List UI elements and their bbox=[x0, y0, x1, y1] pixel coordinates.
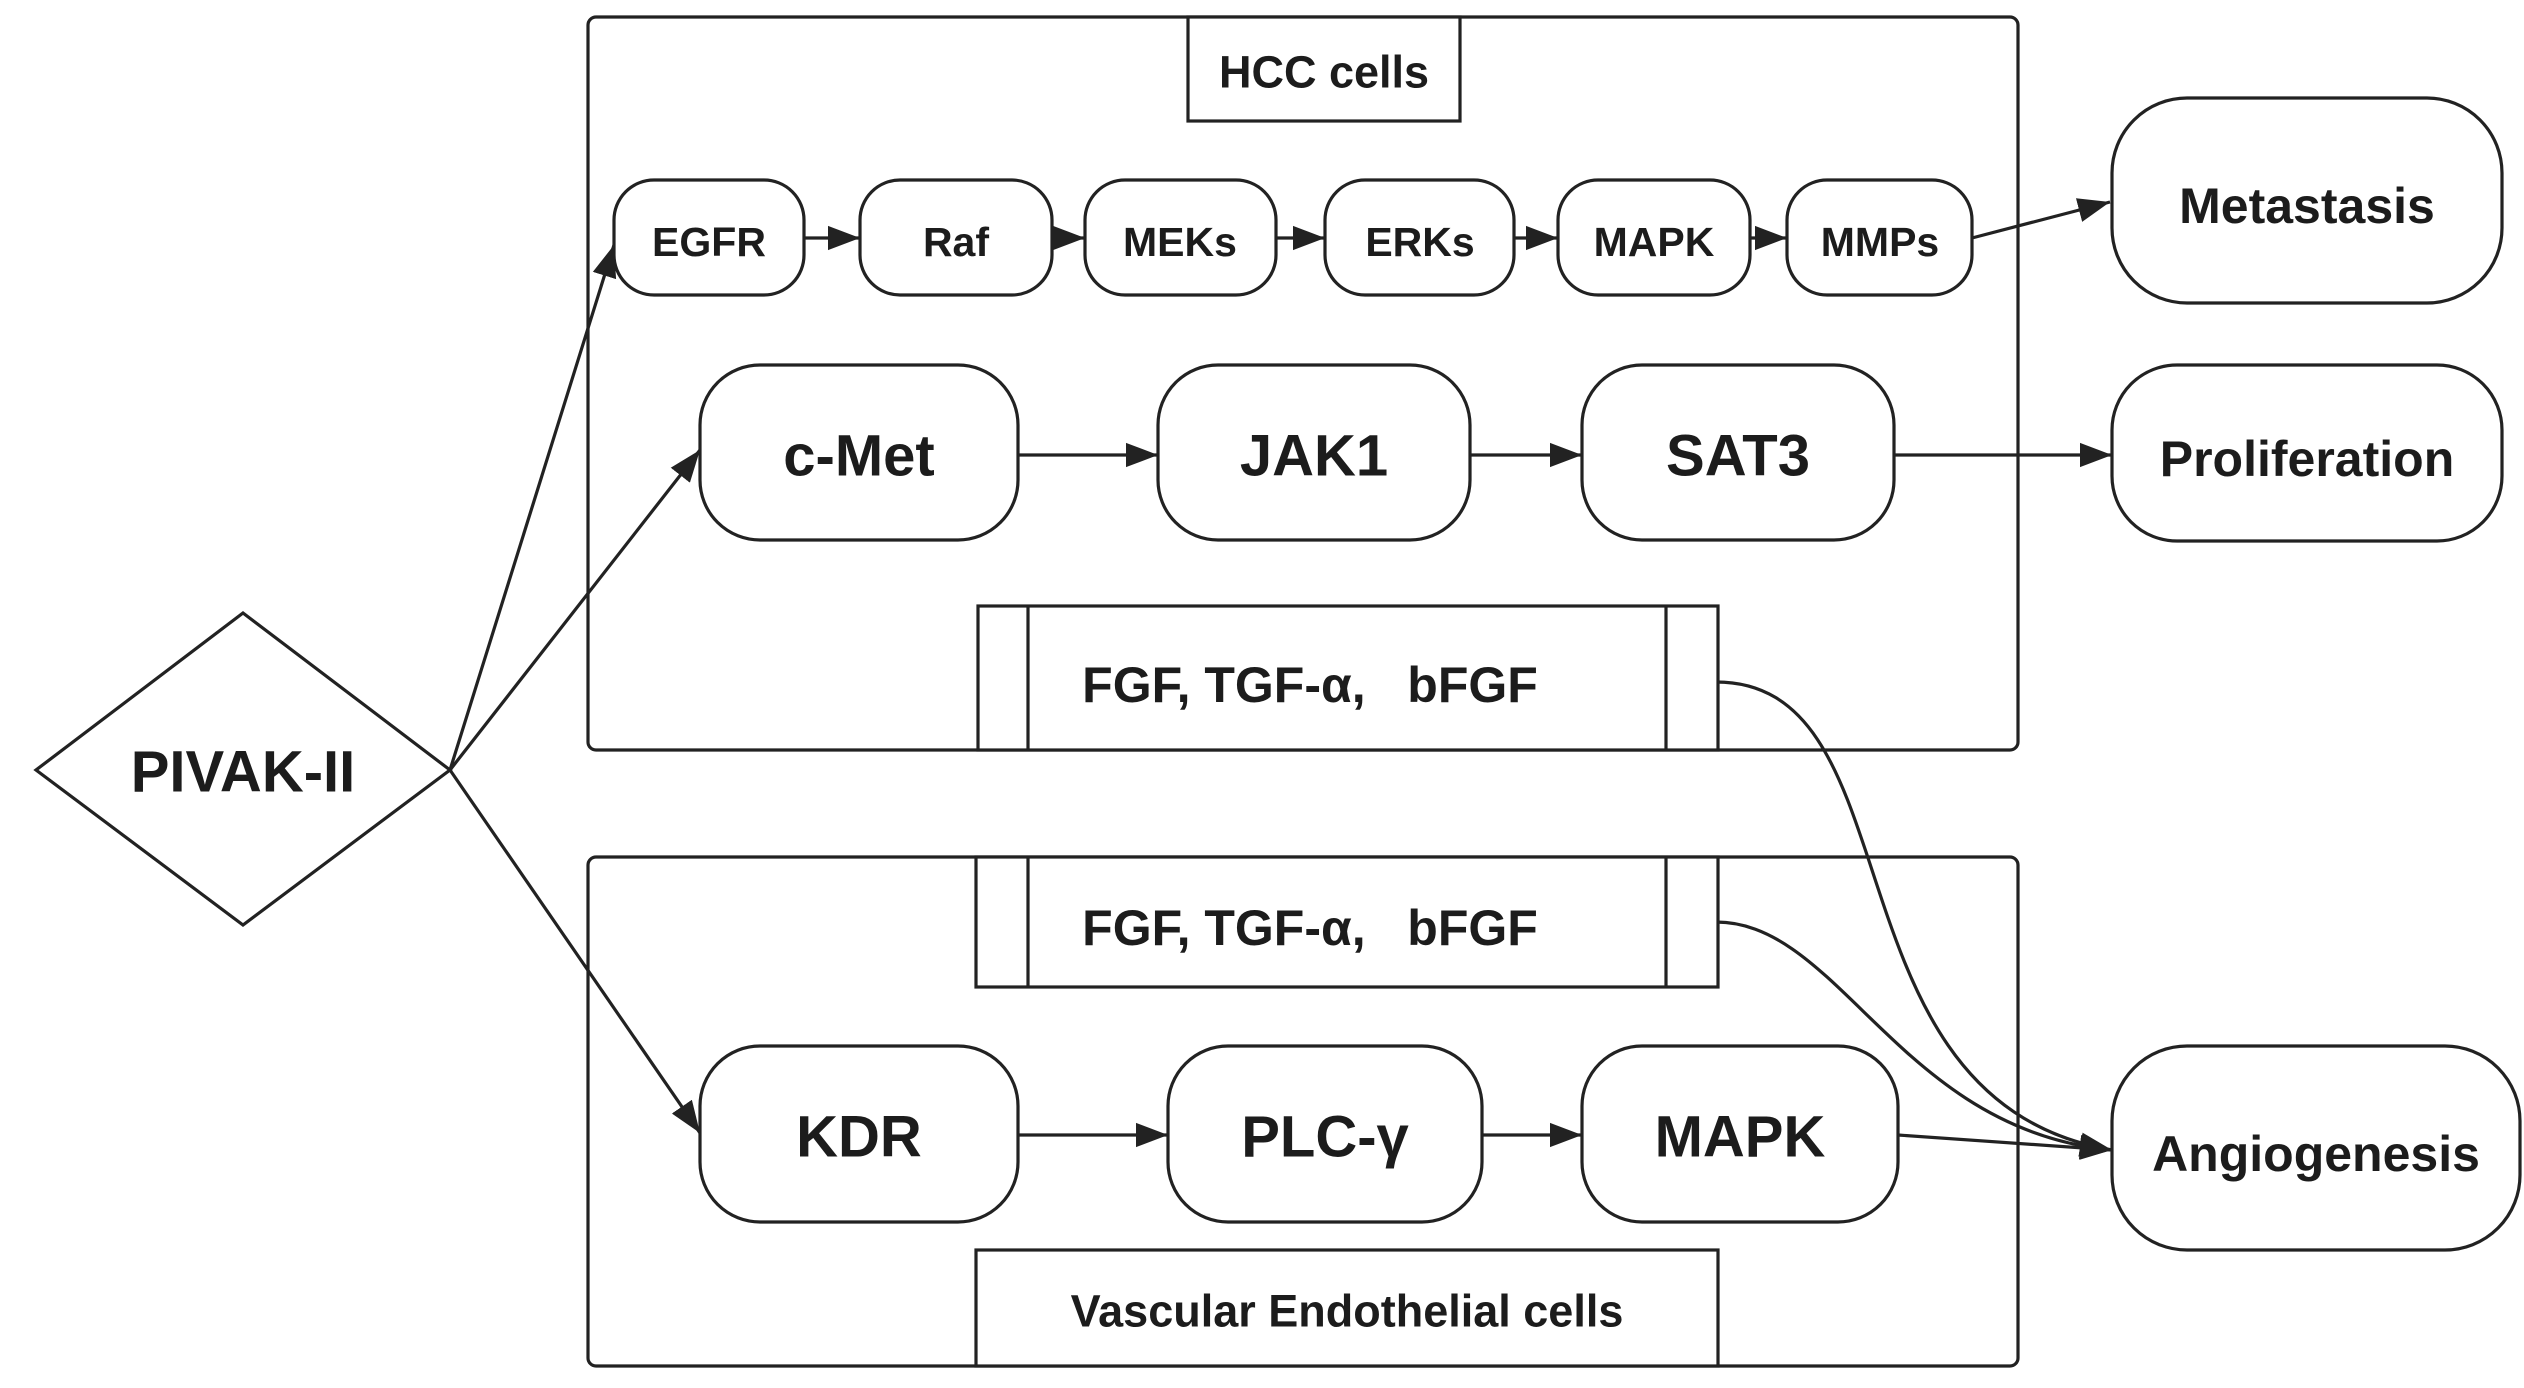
hcc-cells-title-box: HCC cells bbox=[1186, 15, 1462, 123]
hcc-cells-title: HCC cells bbox=[1219, 47, 1429, 98]
node-erks-label: ERKs bbox=[1365, 219, 1474, 265]
node-mapk-endothelial-label: MAPK bbox=[1655, 1105, 1826, 1170]
arrow-pivka-to-egfr bbox=[448, 244, 617, 771]
arrow-hcc-factors-to-angiogenesis bbox=[1715, 680, 2113, 1157]
node-kdr: KDR bbox=[698, 1044, 1020, 1224]
endothelial-cells-title-box: Vascular Endothelial cells bbox=[974, 1248, 1720, 1368]
hcc-factors-label: FGF, TGF-α, bFGF bbox=[1082, 657, 1538, 713]
hcc-factors-box: FGF, TGF-α, bFGF bbox=[976, 604, 1720, 752]
arrow-pivka-to-cmet bbox=[448, 449, 702, 771]
node-raf: Raf bbox=[858, 178, 1054, 297]
endothelial-factors-box: FGF, TGF-α, bFGF bbox=[974, 855, 1720, 989]
pathway-kdr-mapk: KDR PLC-γ MAPK bbox=[698, 1044, 1900, 1224]
endothelial-cells-title: Vascular Endothelial cells bbox=[1071, 1286, 1624, 1337]
node-sat3-label: SAT3 bbox=[1666, 424, 1810, 489]
node-raf-label: Raf bbox=[923, 219, 989, 265]
node-egfr: EGFR bbox=[612, 178, 806, 297]
node-cmet-label: c-Met bbox=[783, 424, 934, 489]
outcome-metastasis-label: Metastasis bbox=[2179, 178, 2435, 234]
node-mmps: MMPs bbox=[1785, 178, 1974, 297]
node-plc-gamma: PLC-γ bbox=[1166, 1044, 1484, 1224]
node-mapk-hcc-label: MAPK bbox=[1594, 219, 1715, 265]
node-egfr-label: EGFR bbox=[652, 219, 766, 265]
outcome-angiogenesis: Angiogenesis bbox=[2110, 1044, 2522, 1252]
pathway-cmet-sat3: c-Met JAK1 SAT3 bbox=[698, 363, 1896, 542]
node-sat3: SAT3 bbox=[1580, 363, 1896, 542]
node-erks: ERKs bbox=[1323, 178, 1516, 297]
arrow-endo-factors-to-angiogenesis bbox=[1715, 920, 2113, 1160]
arrow-mmps-to-metastasis bbox=[1971, 198, 2111, 240]
node-kdr-label: KDR bbox=[796, 1105, 922, 1170]
outcome-proliferation: Proliferation bbox=[2110, 363, 2504, 543]
arrow-mapk-to-angiogenesis bbox=[1897, 1133, 2113, 1160]
pathway-egfr-mmps: EGFR Raf MEKs ERKs MAPK MMPs bbox=[612, 178, 1974, 297]
outcome-angiogenesis-label: Angiogenesis bbox=[2152, 1126, 2480, 1182]
node-meks: MEKs bbox=[1083, 178, 1278, 297]
node-meks-label: MEKs bbox=[1123, 219, 1237, 265]
node-cmet: c-Met bbox=[698, 363, 1020, 542]
arrow-pivka-to-kdr bbox=[448, 769, 702, 1134]
pivka-ii-node: PIVAK-II bbox=[33, 610, 453, 927]
node-mapk-endothelial: MAPK bbox=[1580, 1044, 1900, 1224]
node-mmps-label: MMPs bbox=[1821, 219, 1939, 265]
outcome-proliferation-label: Proliferation bbox=[2160, 431, 2454, 487]
node-jak1: JAK1 bbox=[1156, 363, 1472, 542]
endothelial-factors-label: FGF, TGF-α, bFGF bbox=[1082, 900, 1538, 956]
node-mapk-hcc: MAPK bbox=[1556, 178, 1752, 297]
arrows bbox=[448, 198, 2113, 1160]
outcome-metastasis: Metastasis bbox=[2110, 96, 2504, 305]
node-plc-gamma-label: PLC-γ bbox=[1241, 1105, 1409, 1170]
node-jak1-label: JAK1 bbox=[1240, 424, 1388, 489]
pivka-ii-label: PIVAK-II bbox=[131, 740, 356, 805]
